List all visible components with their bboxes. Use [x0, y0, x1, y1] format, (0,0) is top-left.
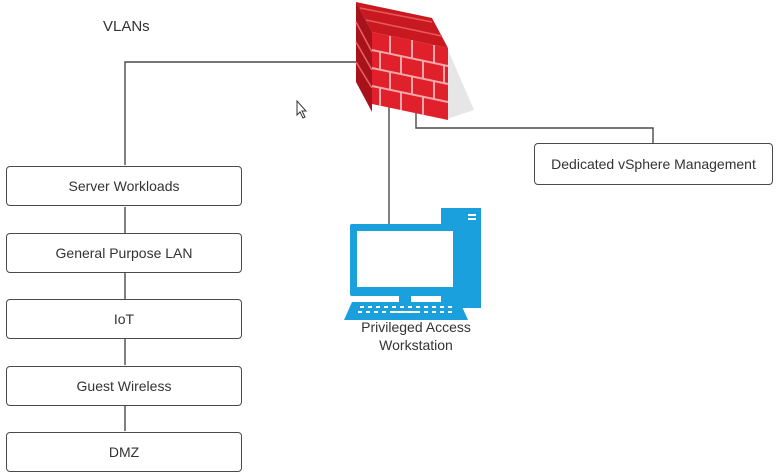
- management-connector: [415, 110, 654, 143]
- vlan-dmz[interactable]: DMZ: [6, 432, 242, 472]
- vlan-general-purpose-lan[interactable]: General Purpose LAN: [6, 233, 242, 273]
- diagram-title: VLANs: [103, 18, 150, 35]
- vlan-guest-wireless[interactable]: Guest Wireless: [6, 366, 242, 406]
- firewall-icon: [355, 2, 474, 120]
- vlan-server-workloads[interactable]: Server Workloads: [6, 166, 242, 206]
- connectors: [124, 61, 654, 431]
- vsphere-management-node[interactable]: Dedicated vSphere Management: [534, 143, 773, 185]
- mouse-cursor-icon: [296, 99, 308, 119]
- computer-screen: [357, 231, 453, 287]
- desktop-computer-icon: [344, 208, 481, 320]
- vlan-trunk-connector: [124, 61, 356, 165]
- vlan-iot[interactable]: IoT: [6, 299, 242, 339]
- workstation-label: Privileged Access Workstation: [361, 319, 471, 353]
